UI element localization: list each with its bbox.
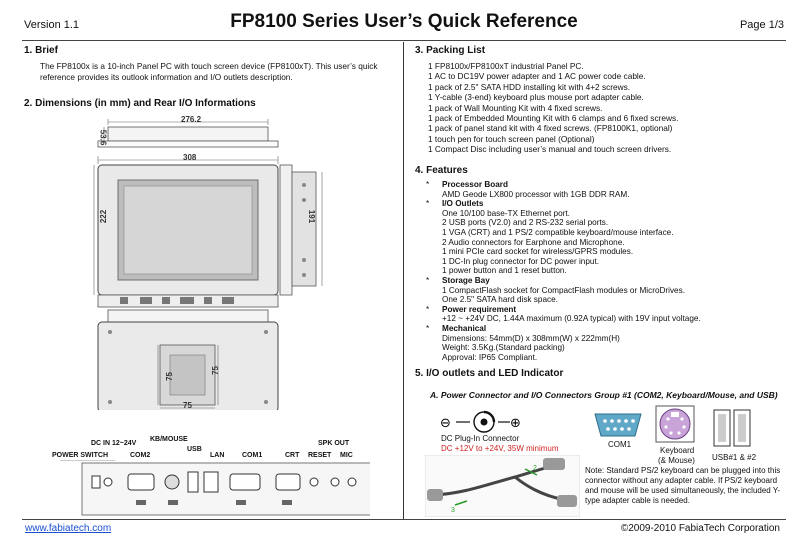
io-heading: 5. I/O outlets and LED Indicator <box>415 368 564 379</box>
packing-list: 1 FP8100x/FP8100xT industrial Panel PC. … <box>428 61 798 155</box>
feature-io-outlets: * I/O Outlets One 10/100 base-TX Etherne… <box>426 199 674 276</box>
website-link[interactable]: www.fabiatech.com <box>25 523 112 534</box>
io-label-usb: USB <box>187 446 202 453</box>
io-label-com2: COM2 <box>130 452 151 459</box>
y-cable-image: 2 3 <box>425 455 580 517</box>
feature-mechanical: * Mechanical Dimensions: 54mm(D) x 308mm… <box>426 323 620 362</box>
list-item: 1 pack of 2.5" SATA HDD installing kit w… <box>428 81 631 92</box>
keyboard-sublabel: (& Mouse) <box>658 456 695 465</box>
list-item: 1 touch pen for touch screen panel (Opti… <box>428 133 595 144</box>
front-view <box>93 164 279 296</box>
list-item: 1 pack of Wall Mounting Kit with 4 fixed… <box>428 102 603 113</box>
rear-view <box>97 309 279 410</box>
io-label-mic: MIC <box>340 452 353 459</box>
column-divider <box>403 42 404 520</box>
io-label-reset: RESET <box>308 452 332 459</box>
feature-storage: * Storage Bay 1 CompactFlash socket for … <box>426 275 685 305</box>
ps2-connector-icon <box>655 405 695 443</box>
usb-label: USB#1 & #2 <box>712 453 757 462</box>
dim-vesa-c: 75 <box>183 401 192 410</box>
copyright: ©2009-2010 FabiaTech Corporation <box>620 523 780 534</box>
dc-plug-label: DC Plug-In Connector <box>441 434 520 443</box>
com1-label: COM1 <box>608 440 632 449</box>
footer-rule <box>22 519 786 520</box>
dim-vesa-a: 75 <box>164 372 174 381</box>
svg-text:⊖: ⊖ <box>440 416 451 431</box>
usb-connector-icon <box>713 409 751 447</box>
bullet: * <box>426 275 430 285</box>
io-label-crt: CRT <box>285 452 300 459</box>
dimensions-heading: 2. Dimensions (in mm) and Rear I/O Infor… <box>24 98 256 109</box>
dim-front-width: 308 <box>183 153 197 162</box>
dim-top-width: 276.2 <box>181 115 202 124</box>
io-label-kb-mouse: KB/MOUSE <box>150 436 188 443</box>
io-subsection-a: A. Power Connector and I/O Connectors Gr… <box>430 390 778 400</box>
bullet: * <box>426 323 430 333</box>
list-item: 1 pack of panel stand kit with 4 fixed s… <box>428 123 673 134</box>
dim-height: 222 <box>99 209 109 224</box>
io-label-lan: LAN <box>210 452 225 459</box>
bullet: * <box>426 199 430 209</box>
svg-text:⊕: ⊕ <box>510 416 521 431</box>
features-heading: 4. Features <box>415 165 468 176</box>
io-label-dc-in: DC IN 12~24V <box>91 440 137 447</box>
dim-depth: 53.6 <box>98 129 108 146</box>
packing-heading: 3. Packing List <box>415 45 486 56</box>
list-item: 1 Compact Disc including user’s manual a… <box>428 144 672 155</box>
dimension-drawing <box>93 119 323 410</box>
rear-io-panel <box>60 460 370 516</box>
list-item: 1 pack of Embedded Mounting Kit with 6 c… <box>428 113 679 124</box>
cable-label-3: 3 <box>451 507 455 514</box>
list-item: 1 AC to DC19V power adapter and 1 AC pow… <box>428 71 646 82</box>
feature-processor: * Processor Board AMD Geode LX800 proces… <box>426 180 630 199</box>
io-label-com1: COM1 <box>242 452 263 459</box>
brief-text: The FP8100x is a 10-inch Panel PC with t… <box>40 61 378 82</box>
dc-plug-symbol: ⊖ ⊕ <box>440 410 521 433</box>
features-list: * Processor Board AMD Geode LX800 proces… <box>420 180 790 362</box>
header-rule <box>22 40 786 41</box>
io-label-spk-out: SPK OUT <box>318 440 350 447</box>
com1-connector-icon <box>594 413 642 437</box>
io-label-power-switch: POWER SWITCH <box>52 452 108 459</box>
top-view <box>97 119 279 148</box>
dc-plug-spec: DC +12V to +24V, 35W minimum <box>441 444 559 453</box>
version-label: Version 1.1 <box>24 19 80 31</box>
ps2-note: Note: Standard PS/2 keyboard can be plug… <box>585 466 781 505</box>
dim-vesa-b: 75 <box>210 366 220 375</box>
brief-heading: 1. Brief <box>24 45 58 56</box>
page-number: Page 1/3 <box>739 19 784 31</box>
dim-side-height: 191 <box>307 209 317 224</box>
bullet: * <box>426 304 430 314</box>
feature-power: * Power requirement +12 ~ +24V DC, 1.44A… <box>426 304 701 324</box>
side-view <box>279 164 323 296</box>
bottom-io-view <box>97 294 279 308</box>
keyboard-label: Keyboard <box>660 446 695 455</box>
list-item: 1 FP8100x/FP8100xT industrial Panel PC. <box>428 61 584 71</box>
page-title: FP8100 Series User’s Quick Reference <box>230 11 578 32</box>
list-item: 1 Y-cable (3-end) keyboard plus mouse po… <box>428 92 644 103</box>
bullet: * <box>426 180 430 189</box>
cable-label-2: 2 <box>533 465 537 472</box>
